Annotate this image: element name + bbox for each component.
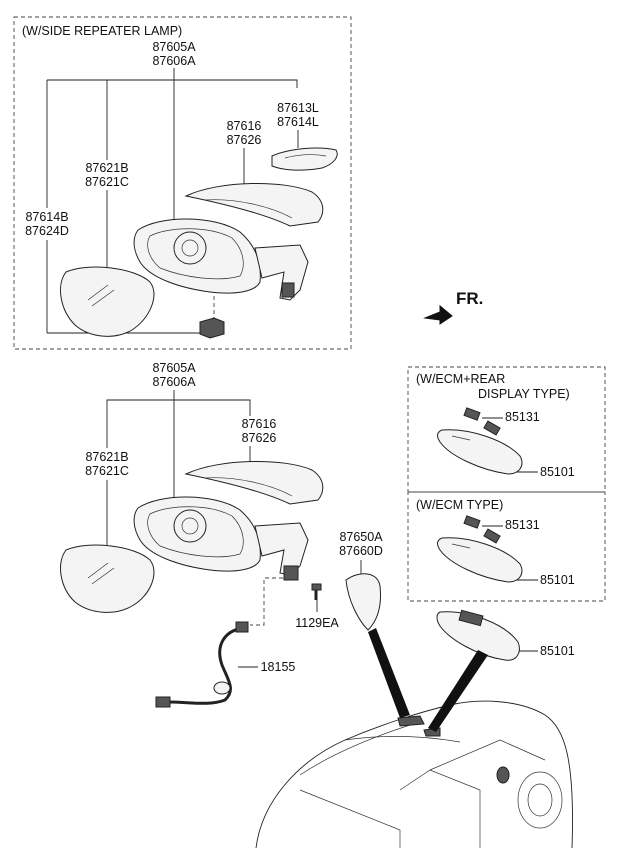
ecm-mirror-label: 85101 (540, 573, 575, 587)
mirror-callout-wedge (428, 650, 488, 732)
top-connector (281, 282, 295, 298)
front-direction-indicator: FR. (423, 289, 483, 325)
mid-housing-label-a: 87621B (85, 450, 128, 464)
top-actuator (173, 231, 207, 265)
screw-part (311, 583, 322, 600)
mid-assy-label-b: 87606A (152, 375, 196, 389)
repeater-lamp-label-b: 87614L (277, 115, 319, 129)
top-assy-label-a: 87605A (152, 40, 196, 54)
mid-cover-label-a: 87616 (242, 417, 277, 431)
mid-assy-label-a: 87605A (152, 361, 196, 375)
mid-mirror-bracket (254, 522, 309, 576)
top-mirror-bracket (254, 244, 309, 301)
top-mirror-cover (184, 183, 324, 227)
mid-connector (283, 565, 299, 581)
side-repeater-lamp-header: (W/SIDE REPEATER LAMP) (22, 24, 182, 38)
harness-label: 18155 (261, 660, 296, 674)
standalone-inside-mirror (436, 611, 520, 661)
cap-label-a: 87650A (339, 530, 383, 544)
mid-leader-lines (106, 390, 362, 668)
ecm-rear-clip-label: 85131 (505, 410, 540, 424)
top-harness-connector (199, 317, 225, 339)
mid-mirror-cover (184, 461, 324, 505)
mid-housing-label-b: 87621C (85, 464, 129, 478)
top-mirror-glass (59, 266, 155, 337)
ecm-clip (463, 515, 481, 529)
ecm-inside-mirror (437, 537, 523, 583)
ecm-rear-inside-mirror (437, 429, 523, 475)
standalone-mirror-label: 85101 (540, 644, 575, 658)
ecm-rear-clip (463, 407, 481, 421)
top-glass-label-a: 87614B (25, 210, 68, 224)
car-side-mirror (496, 766, 510, 784)
top-housing-label-a: 87621B (85, 161, 128, 175)
ecm-clip-label: 85131 (505, 518, 540, 532)
ecm-rear-mirror-label: 85101 (540, 465, 575, 479)
repeater-lamp (271, 147, 338, 171)
wiring-harness (167, 626, 245, 705)
top-cover-label-b: 87626 (227, 133, 262, 147)
side-repeater-lamp-box (13, 16, 352, 350)
top-cover-label-a: 87616 (227, 119, 262, 133)
top-assy-label-b: 87606A (152, 54, 196, 68)
top-glass-reflection (87, 284, 115, 307)
top-glass-label-b: 87624D (25, 224, 69, 238)
ecm-rear-header-line2: DISPLAY TYPE) (478, 387, 570, 401)
mirror-cap (345, 573, 381, 631)
screw-label: 1129EA (295, 616, 339, 630)
front-direction-label: FR. (456, 289, 483, 308)
mid-actuator (173, 509, 207, 543)
top-housing-label-b: 87621C (85, 175, 129, 189)
car-inside-mirror (397, 715, 425, 727)
ecm-header: (W/ECM TYPE) (416, 498, 503, 512)
mid-mirror-glass (59, 544, 155, 613)
repeater-lamp-label-a: 87613L (277, 101, 319, 115)
cap-label-b: 87660D (339, 544, 383, 558)
arrow-icon (423, 304, 453, 325)
ecm-box (407, 491, 606, 602)
ecm-rear-header-line1: (W/ECM+REAR (416, 372, 505, 386)
car-outline (255, 700, 573, 848)
cap-callout-wedge (368, 628, 410, 718)
mid-cover-label-b: 87626 (242, 431, 277, 445)
